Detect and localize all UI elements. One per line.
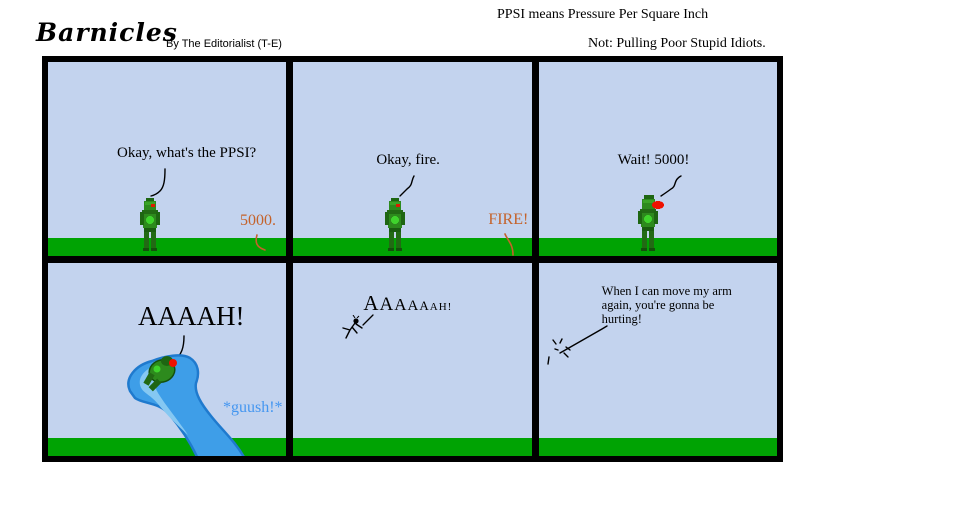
speech-tail [399,175,416,197]
header-note-ppsi-meaning: PPSI means Pressure Per Square Inch [497,7,709,22]
speech-bubble-text: When I can move my arm again, you're gon… [601,283,732,327]
water-sfx-text: *guush!* [223,398,283,416]
speech-tail [558,324,608,354]
crumpled-figure-sprite [546,337,571,365]
panel-1: Okay, what's the PPSI? 5 [48,62,287,256]
panel-2: Okay, fire. FIRE! [293,62,532,256]
blasted-soldier-character-sprite [143,355,177,391]
header-note-ppsi-not: Not: Pulling Poor Stupid Idiots. [588,36,766,51]
speech-tail [659,175,682,197]
speech-tail [150,168,166,197]
ground-strip [293,237,532,256]
visor-dot [396,204,401,207]
speech-bubble-text: Okay, fire. [376,152,440,168]
panel-4: AAAAH! *guush!* [48,262,287,456]
panel-3: Wait! 5000! [538,62,777,256]
ground-strip [538,237,777,256]
speech-tail [362,313,374,326]
speech-bubble-text: Okay, what's the PPSI? [117,145,257,161]
comic-title: Barnicles [36,18,178,47]
flying-figure-sprite [342,314,364,339]
panel-6: When I can move my arm again, you're gon… [538,262,777,456]
soldier-character-sprite [385,198,406,251]
offscreen-reply-text: FIRE! [488,211,529,228]
scream-text: AAAAH! [138,300,245,331]
red-alarm-flash [651,201,664,209]
ground-strip [48,237,287,256]
offscreen-voice-tail [255,234,266,251]
ground-strip [293,438,532,456]
comic-grid: Okay, what's the PPSI? 5 [42,56,783,462]
soldier-character-sprite [140,198,160,251]
comic-byline: By The Editorialist (T-E) [166,38,282,50]
ground-strip [538,438,777,456]
fading-scream-text: AAAAAAH! [363,290,453,315]
visor-dot [151,204,155,207]
alarmed-soldier-character-sprite [637,195,664,251]
visor-dot [169,358,177,367]
speech-bubble-text: Wait! 5000! [617,152,690,168]
offscreen-voice-tail [504,233,515,256]
panel-5: AAAAAAH! [293,262,532,456]
offscreen-reply-text: 5000. [240,212,276,229]
